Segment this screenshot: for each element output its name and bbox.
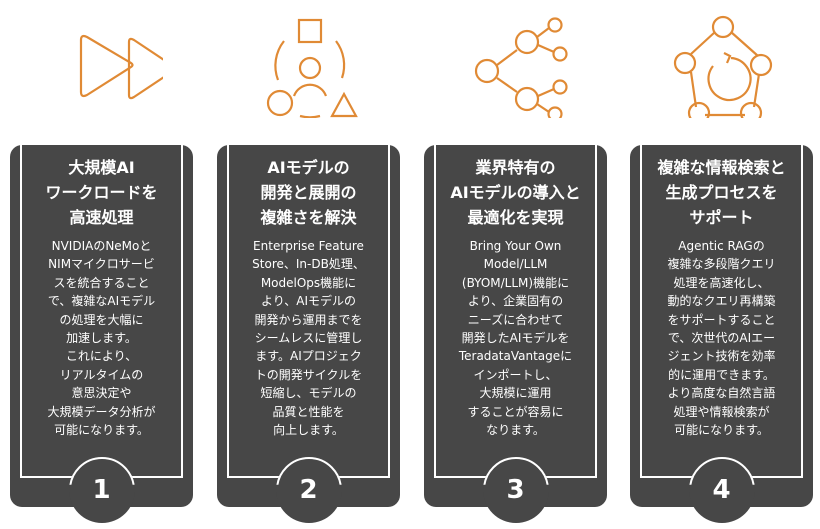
step-card-3: 業界特有の AIモデルの導入と 最適化を実現 Bring Your Own Mo… <box>424 145 607 523</box>
card-title: 業界特有の AIモデルの導入と 最適化を実現 <box>450 158 581 227</box>
step-column-4: 複雑な情報検索と 生成プロセスを サポート Agentic RAGの 複雑な多段… <box>630 0 815 529</box>
card-description: Enterprise Feature Store、In-DB処理、 ModelO… <box>252 239 365 438</box>
pentagon-cycle-icon <box>663 8 783 125</box>
step-column-1: 大規模AI ワークロードを 高速処理 NVIDIAのNeMoと NIMマイクロサ… <box>10 0 195 529</box>
card-description: NVIDIAのNeMoと NIMマイクロサービ スを統合すること で、複雑なAI… <box>47 239 156 438</box>
step-number: 4 <box>712 475 731 505</box>
step-card-2: AIモデルの 開発と展開の 複雑さを解決 Enterprise Feature … <box>217 145 400 523</box>
card-title: 複雑な情報検索と 生成プロセスを サポート <box>657 158 786 227</box>
user-shapes-cycle-icon <box>250 8 370 119</box>
fast-forward-icon <box>43 8 176 118</box>
step-card-1: 大規模AI ワークロードを 高速処理 NVIDIAのNeMoと NIMマイクロサ… <box>10 145 193 523</box>
card-description: Bring Your Own Model/LLM (BYOM/LLM)機能に よ… <box>458 239 573 438</box>
card-description: Agentic RAGの 複雑な多段階クエリ 処理を高速化し、 動的なクエリ再構… <box>667 239 776 438</box>
card-title: AIモデルの 開発と展開の 複雑さを解決 <box>260 158 357 227</box>
step-card-4: 複雑な情報検索と 生成プロセスを サポート Agentic RAGの 複雑な多段… <box>630 145 813 523</box>
step-number: 3 <box>506 475 525 505</box>
step-number: 1 <box>92 475 111 505</box>
step-column-3: 業界特有の AIモデルの導入と 最適化を実現 Bring Your Own Mo… <box>424 0 609 529</box>
step-column-2: AIモデルの 開発と展開の 複雑さを解決 Enterprise Feature … <box>217 0 402 529</box>
branching-network-icon <box>457 8 577 122</box>
card-title: 大規模AI ワークロードを 高速処理 <box>45 158 158 227</box>
step-number: 2 <box>299 475 318 505</box>
